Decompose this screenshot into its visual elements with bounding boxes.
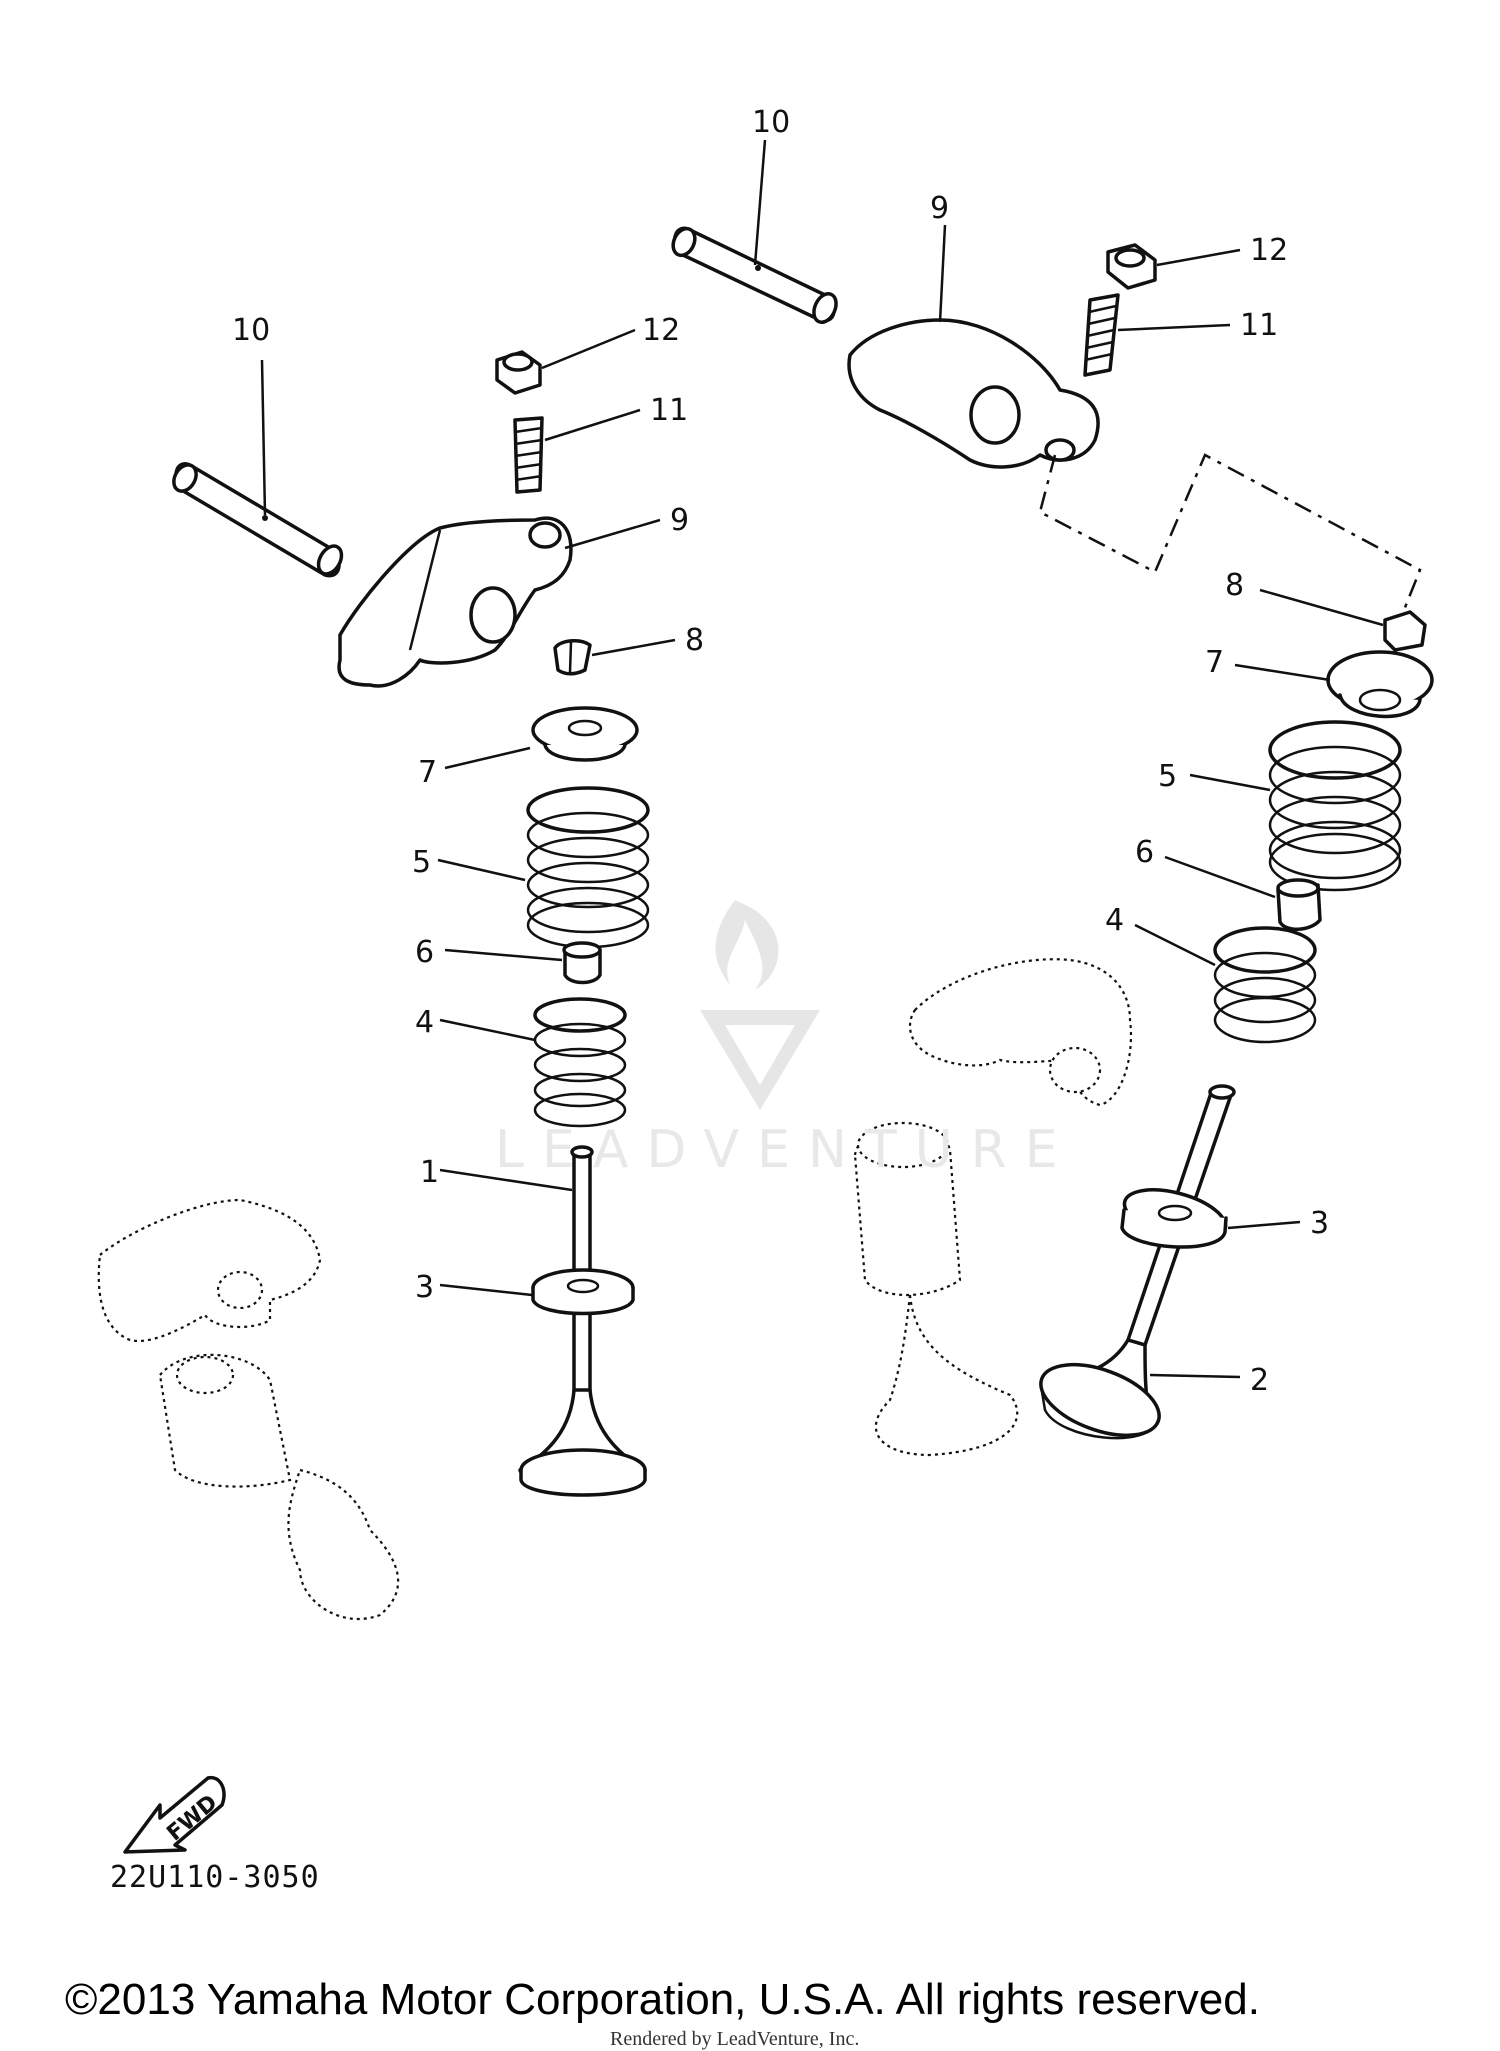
reference-rocker-right-center [908, 958, 1132, 1107]
leader-6-right [1164, 855, 1276, 899]
adjuster-screw-left [513, 416, 544, 494]
leader-4-right [1134, 923, 1216, 967]
leader-12-right [1156, 248, 1241, 267]
valve-guide-left [531, 1268, 635, 1316]
adjuster-screw-right [1083, 293, 1120, 377]
callout-3-left: 3 [415, 1270, 434, 1305]
valve-guide-right [1120, 1188, 1228, 1249]
figure-code: 22U110-3050 [110, 1860, 320, 1895]
copyright-notice: ©2013 Yamaha Motor Corporation, U.S.A. A… [65, 1975, 1260, 2024]
inner-valve-spring-right [1213, 926, 1317, 1044]
rocker-arm-left [337, 516, 573, 688]
rocker-shaft-left [172, 462, 344, 578]
leader-8-right [1259, 588, 1384, 627]
reference-line-right [1038, 453, 1422, 621]
valve-stem-seal-left [562, 941, 602, 985]
intake-valve [518, 1145, 647, 1497]
leadventure-watermark-logo [700, 900, 820, 1110]
rendered-by-credit: Rendered by LeadVenture, Inc. [610, 2028, 860, 2050]
leader-8-left [591, 638, 676, 657]
outer-valve-spring-left [526, 786, 650, 949]
valve-cotter-left [553, 639, 592, 676]
spring-retainer-right [1326, 650, 1434, 719]
reference-valve-right-center [853, 1121, 1019, 1457]
reference-valve-lower-left [158, 1353, 400, 1621]
leader-3-left [439, 1283, 533, 1297]
leader-1 [439, 1168, 573, 1192]
callout-5-right: 5 [1158, 759, 1177, 794]
leader-10-right [753, 139, 767, 266]
inner-valve-spring-left [533, 997, 627, 1128]
callout-6-left: 6 [415, 935, 434, 970]
callout-3-right: 3 [1310, 1206, 1329, 1241]
locknut-right [1106, 243, 1157, 290]
callout-4-left: 4 [415, 1005, 434, 1040]
leader-3-right [1227, 1220, 1301, 1230]
callout-12-left: 12 [642, 313, 680, 348]
callout-8-right: 8 [1225, 568, 1244, 603]
leader-11-left [544, 408, 641, 442]
rocker-shaft-right [671, 226, 838, 324]
leader-9-right [938, 224, 947, 323]
leader-4-left [439, 1018, 536, 1042]
callout-7-left: 7 [418, 755, 437, 790]
callout-9-right: 9 [930, 191, 949, 226]
callout-11-right: 11 [1240, 308, 1278, 343]
leader-7-left [444, 746, 531, 770]
leader-11-right [1117, 323, 1231, 332]
callout-10-right: 10 [752, 105, 790, 140]
watermark-text: LEADVENTURE [495, 1120, 1076, 1180]
callout-1: 1 [420, 1155, 439, 1190]
leader-6-left [444, 948, 563, 962]
outer-valve-spring-right [1268, 720, 1402, 892]
leader-2 [1149, 1373, 1241, 1379]
locknut-left [495, 350, 542, 395]
valve-cotter-right [1383, 610, 1427, 652]
callout-7-right: 7 [1205, 645, 1224, 680]
callout-11-left: 11 [650, 393, 688, 428]
callout-6-right: 6 [1135, 835, 1154, 870]
leader-10-left [260, 359, 267, 516]
leader-7-right [1234, 663, 1331, 682]
callout-9-left: 9 [670, 503, 689, 538]
rocker-arm-right [847, 318, 1100, 469]
callout-5-left: 5 [412, 845, 431, 880]
leader-9-left [564, 518, 661, 550]
leader-5-right [1189, 773, 1271, 792]
callout-2: 2 [1250, 1363, 1269, 1398]
leader-5-left [437, 858, 526, 882]
callout-4-right: 4 [1105, 903, 1124, 938]
reference-rocker-lower-left [97, 1198, 322, 1343]
fwd-arrow-icon: FWD [123, 1775, 226, 1854]
valve-stem-seal-right [1276, 878, 1322, 931]
callout-10-left: 10 [232, 313, 270, 348]
spring-retainer-left [531, 706, 639, 762]
callout-12-right: 12 [1250, 233, 1288, 268]
leader-12-left [541, 328, 636, 370]
callout-8-left: 8 [685, 623, 704, 658]
